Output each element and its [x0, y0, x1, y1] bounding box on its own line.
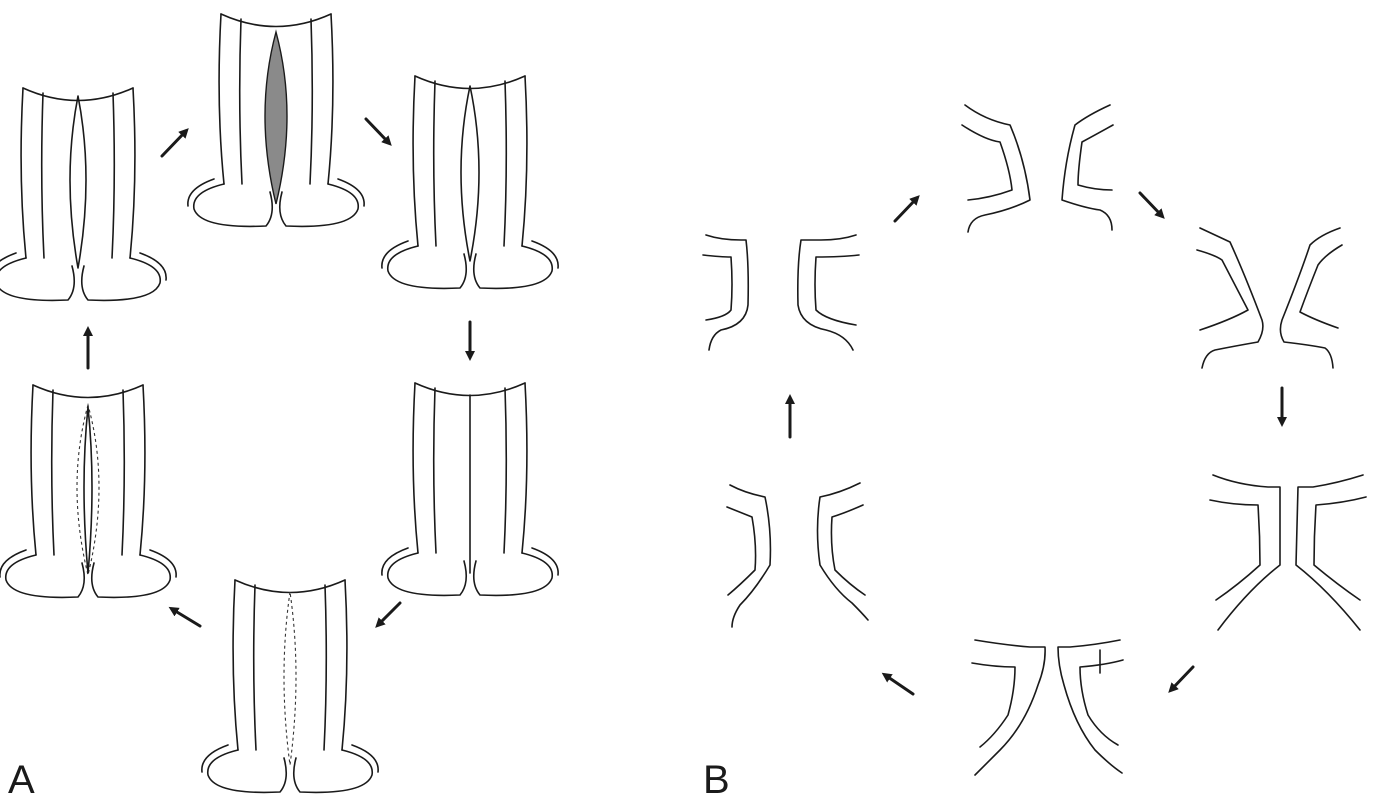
glottis-a-5 — [202, 580, 378, 792]
arrow-b-1 — [895, 198, 917, 221]
glottis-a-1 — [0, 88, 166, 300]
arrow-a-4 — [378, 603, 400, 625]
panel-b — [703, 105, 1366, 775]
arrow-b-5 — [885, 675, 913, 694]
arrow-a-5 — [172, 609, 200, 626]
fold-section-b-2 — [962, 105, 1113, 232]
glottis-a-2 — [188, 14, 364, 226]
arrow-a-1 — [162, 131, 186, 156]
arrow-b-2 — [1140, 193, 1162, 216]
glottis-a-6 — [0, 385, 176, 597]
panel-a — [0, 14, 558, 792]
panel-label-b: B — [703, 760, 730, 800]
fold-section-b-6 — [727, 483, 868, 627]
fold-section-b-1 — [703, 235, 859, 350]
arrow-b-4 — [1171, 667, 1193, 690]
panel-label-a: A — [8, 760, 35, 800]
fold-section-b-5 — [972, 640, 1123, 775]
fold-section-b-3 — [1197, 228, 1342, 368]
arrow-a-2 — [366, 119, 389, 143]
glottis-a-4 — [382, 383, 558, 595]
glottis-a-3 — [382, 76, 558, 288]
fold-section-b-4 — [1210, 475, 1366, 630]
